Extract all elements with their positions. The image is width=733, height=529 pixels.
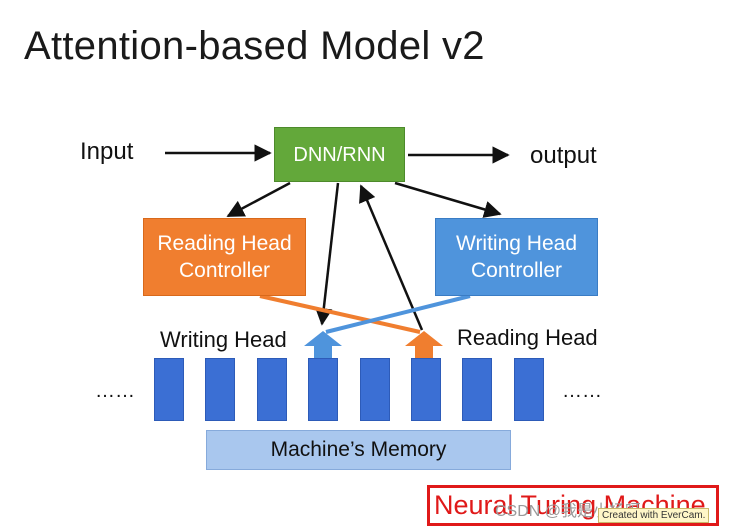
reading-head-controller-label: Reading Head Controller <box>157 231 292 282</box>
input-label: Input <box>80 138 134 165</box>
line-writing-controller-to-head <box>325 294 471 334</box>
arrow-dnn-to-reading-controller <box>226 181 291 218</box>
writing-head-label: Writing Head <box>160 327 287 352</box>
memory-cell <box>257 358 287 421</box>
memory-cell <box>205 358 235 421</box>
reading-head-label: Reading Head <box>457 325 598 350</box>
arrow-dnn-to-writing-head <box>315 182 340 326</box>
memory-cell <box>462 358 492 421</box>
writing-head-controller-label: Writing Head Controller <box>456 231 577 282</box>
memory-cell <box>514 358 544 421</box>
memory-cell <box>308 358 338 421</box>
reading-head-controller-box: Reading Head Controller <box>143 218 306 296</box>
evercam-badge: Created with EverCam. <box>598 508 710 523</box>
machine-memory-box: Machine’s Memory <box>206 430 511 470</box>
output-label: output <box>530 142 597 169</box>
dots-left: …… <box>95 380 135 402</box>
dnn-rnn-box: DNN/RNN <box>274 127 405 182</box>
memory-cell <box>154 358 184 421</box>
page-title: Attention-based Model v2 <box>24 24 485 68</box>
machine-memory-label: Machine’s Memory <box>270 438 447 462</box>
writing-head-arrow <box>304 331 342 358</box>
memory-cell <box>360 358 390 421</box>
dnn-rnn-label: DNN/RNN <box>293 143 386 166</box>
line-reading-controller-to-head <box>259 294 421 334</box>
reading-head-arrow <box>405 331 443 358</box>
arrow-dnn-to-writing-controller <box>394 181 502 218</box>
writing-head-controller-box: Writing Head Controller <box>435 218 598 296</box>
arrow-reading-head-to-dnn <box>359 184 424 331</box>
memory-cell <box>411 358 441 421</box>
dots-right: …… <box>562 380 602 402</box>
